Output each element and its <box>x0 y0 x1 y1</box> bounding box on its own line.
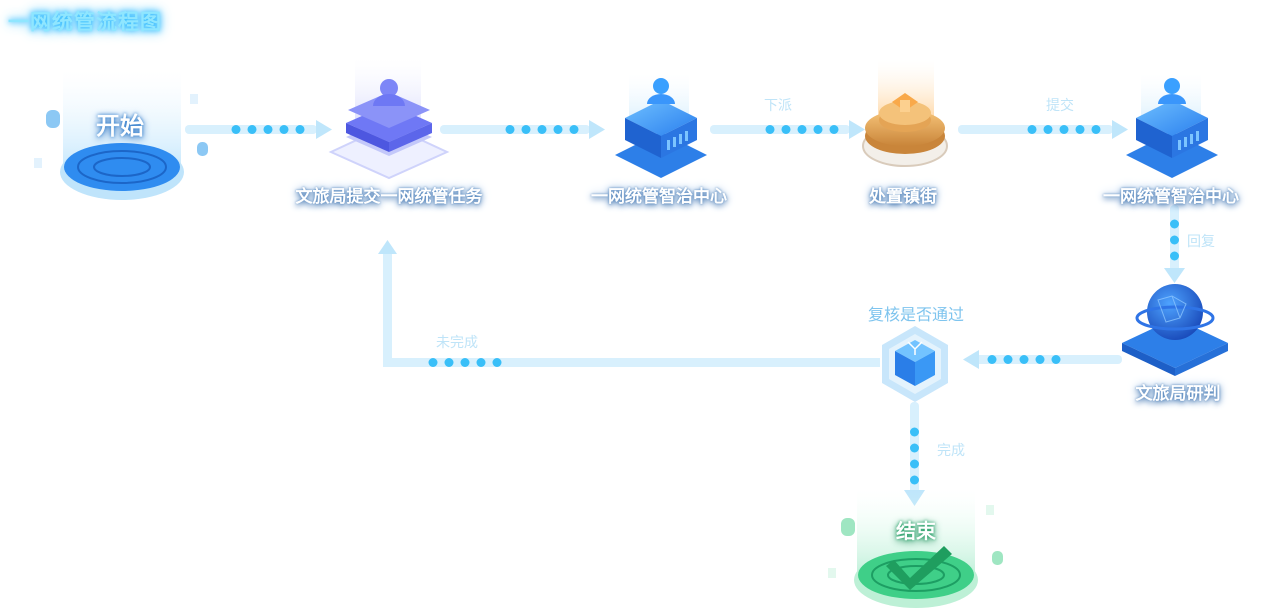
center2-node <box>1126 74 1218 178</box>
start-label: 开始 <box>96 112 144 140</box>
connector-judge-review <box>963 350 1122 369</box>
connector-center2-judge <box>1164 205 1185 283</box>
edge-label-reply: 回复 <box>1187 234 1215 250</box>
street-node <box>862 60 948 167</box>
center1-node <box>615 74 707 178</box>
center2-label: 一网统管智治中心 <box>1103 187 1239 207</box>
edge-label-submit: 提交 <box>1046 98 1074 114</box>
judge-node <box>1122 284 1228 376</box>
start-node <box>34 70 208 200</box>
connector-submit-center1 <box>440 120 605 139</box>
submit-task-node <box>328 58 450 180</box>
edge-label-dispatch: 下派 <box>764 98 792 114</box>
connector-center1-street <box>710 120 865 139</box>
connector-start-submit <box>185 120 332 139</box>
street-label: 处置镇街 <box>869 187 937 207</box>
connector-review-submit <box>378 240 880 367</box>
edge-label-incomplete: 未完成 <box>436 335 478 351</box>
connector-street-center2 <box>958 120 1128 139</box>
end-node <box>828 490 1003 608</box>
center1-label: 一网统管智治中心 <box>591 187 727 207</box>
judge-label: 文旅局研判 <box>1135 384 1221 404</box>
edge-label-complete: 完成 <box>937 443 965 459</box>
submit-task-label: 文旅局提交一网统管任务 <box>295 187 483 207</box>
diagram-title: 一网统管流程图 <box>8 10 162 34</box>
review-node <box>882 326 948 402</box>
end-label: 结束 <box>896 519 936 543</box>
review-label: 复核是否通过 <box>867 305 965 324</box>
